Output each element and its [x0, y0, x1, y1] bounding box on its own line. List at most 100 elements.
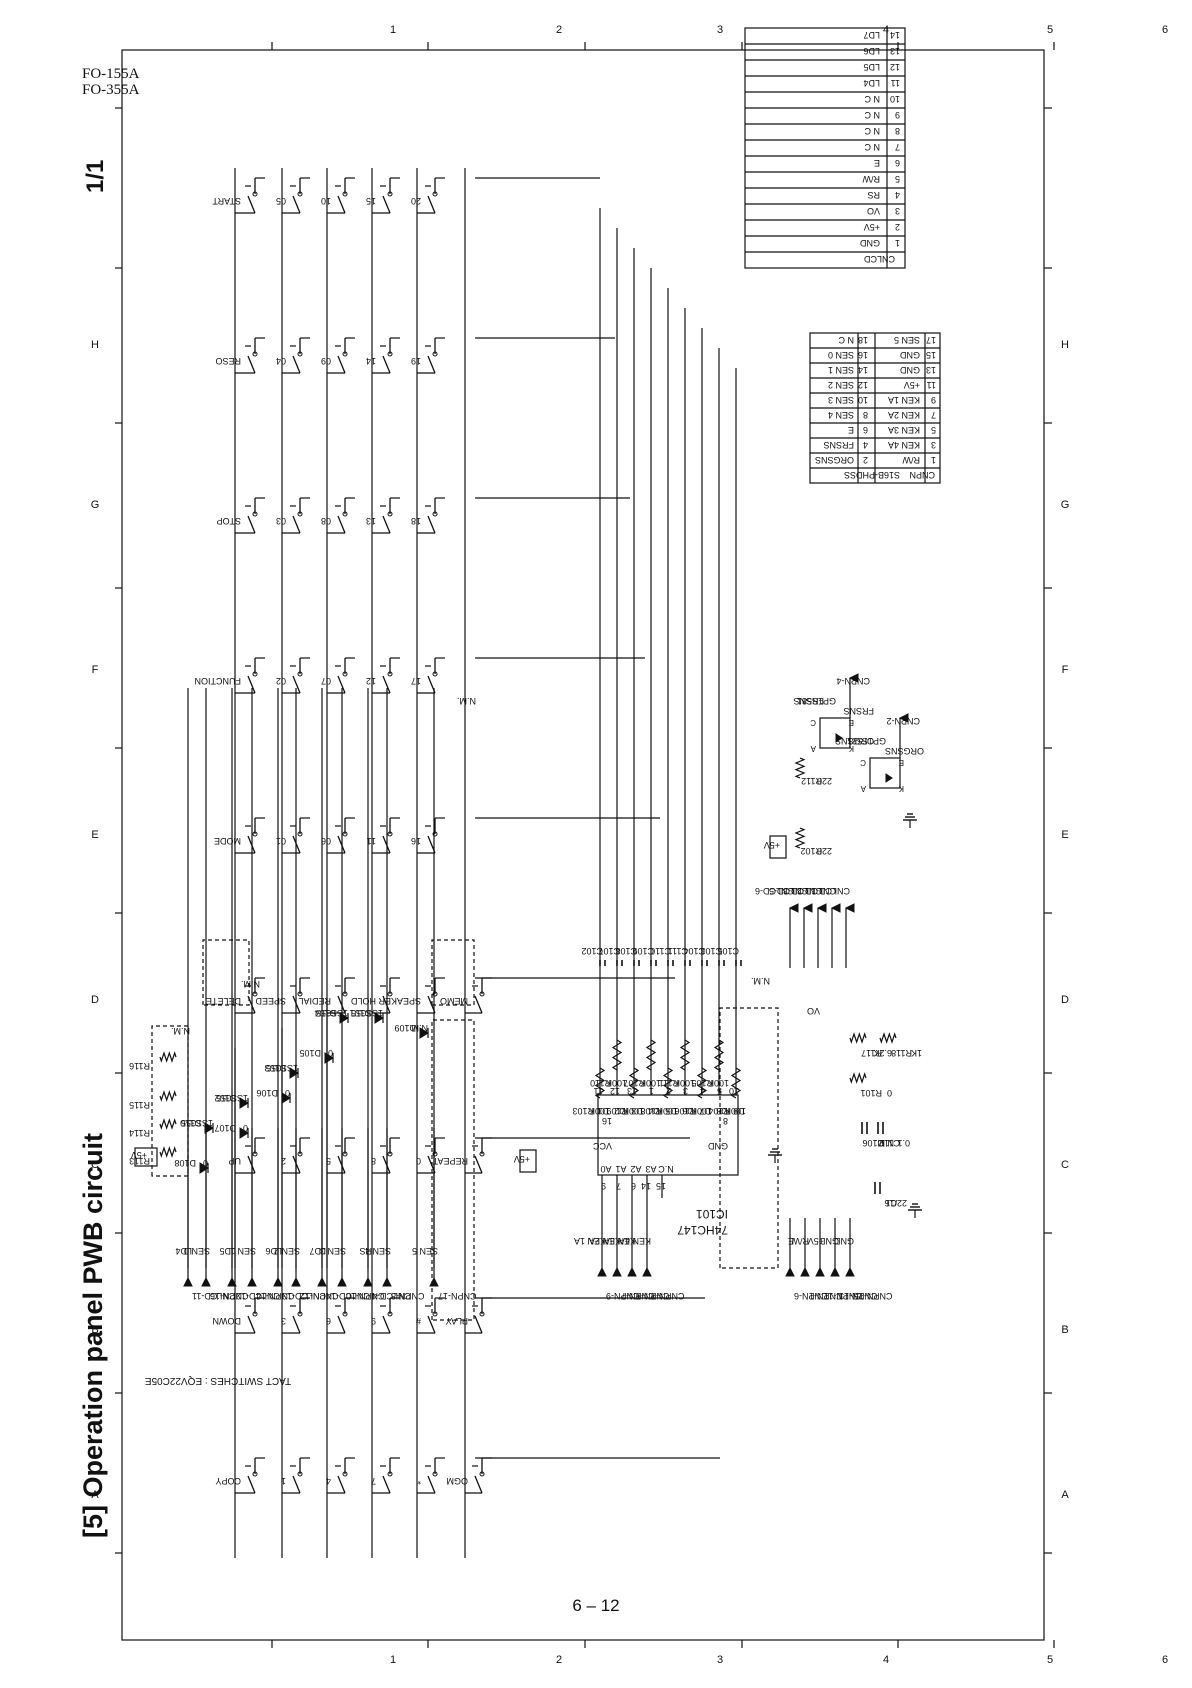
diode-icon — [419, 1027, 429, 1039]
grid-row-label: B — [91, 1324, 98, 1336]
switch-terminal — [297, 671, 303, 677]
switch-contact — [427, 355, 436, 374]
switch-terminal — [297, 1471, 303, 1477]
cnlcd-title: CNLCD — [863, 254, 895, 264]
nm-box-ogm-repeat — [431, 1019, 475, 1321]
supply-box — [769, 835, 787, 859]
switch-terminal — [387, 1471, 393, 1477]
cnlcd-pin: 10 — [890, 94, 900, 104]
key-8: 8 — [371, 1156, 376, 1166]
diode-icon — [199, 1162, 209, 1174]
arrow-icon — [627, 1266, 637, 1277]
cnpn-signal: E — [848, 425, 854, 435]
cnlcd-pin: 7 — [895, 142, 900, 152]
key-6: 6 — [326, 1316, 331, 1326]
net-label-ken4a: KEN 4A — [619, 1236, 651, 1246]
pullup-value: 100K — [691, 1106, 712, 1116]
switch-contact — [474, 995, 483, 1014]
switch-terminal — [297, 191, 303, 197]
switch-terminal — [342, 191, 348, 197]
vo-part-value: 6.2K — [873, 1048, 892, 1058]
switch-terminal — [252, 1311, 258, 1317]
arrow-icon — [612, 1266, 622, 1277]
ic-input-d3: D3 — [631, 1106, 643, 1116]
connector-cnpn-14: CNPN-14 — [256, 1291, 295, 1301]
cnlcd-pin: 14 — [890, 30, 900, 40]
switch-contact — [292, 675, 301, 694]
grid-col-label: 1 — [390, 1654, 396, 1666]
cnpn-pin: 15 — [926, 350, 936, 360]
left-part-ref: R116 — [129, 1061, 150, 1071]
left-part-ref: R115 — [129, 1100, 150, 1110]
switch-terminal — [342, 1311, 348, 1317]
cnlcd-signal: RS — [867, 190, 880, 200]
vo-part-ref: C106 — [862, 1138, 884, 1148]
ic-input-d1: D1 — [597, 1106, 609, 1116]
connector-cnpn-1: CNPN-1 — [809, 1291, 843, 1301]
key-17: 17 — [411, 676, 421, 686]
sensor-resistor-value: 220 — [817, 776, 832, 786]
sensor-ref: ORGSNS — [835, 736, 874, 746]
sensor-pin-label: A — [860, 784, 866, 793]
resistor-icon — [794, 757, 806, 779]
ic-output-a0: A0 — [600, 1164, 611, 1174]
switch-terminal — [252, 1471, 258, 1477]
cnlcd-signal: N C — [864, 142, 880, 152]
cnlcd-signal: LD7 — [863, 30, 880, 40]
cnpn-pin: 7 — [931, 410, 936, 420]
connector-cnpn-12: CNPN-12 — [300, 1291, 339, 1301]
resistor-icon — [849, 1032, 867, 1044]
grid-col-label: 1 — [390, 24, 396, 36]
arrow-icon — [429, 1276, 439, 1287]
cnlcd-table — [744, 27, 906, 269]
vo-part-ref: R118 — [891, 1048, 912, 1058]
vo-part-ref: C112 — [879, 1138, 900, 1148]
pullup-ref: R110 — [590, 1078, 611, 1088]
key-06: 06 — [321, 836, 331, 846]
arrow-icon — [291, 1276, 301, 1287]
cnpn-signal: +5V — [904, 380, 920, 390]
switch-contact — [427, 1315, 436, 1334]
key-stop: STOP — [217, 516, 241, 526]
resistor-icon — [594, 1067, 606, 1099]
cnlcd-pin: 13 — [890, 46, 900, 56]
vo-part-ref: C1 — [885, 1198, 897, 1208]
switch-contact — [247, 675, 256, 694]
left-part-value: 1SS355 — [181, 1118, 213, 1128]
left-part-value: 1SS355 — [316, 1008, 348, 1018]
nm-label: N.M. — [171, 1026, 190, 1036]
switch-contact — [292, 515, 301, 534]
left-part-ref: D106 — [256, 1088, 278, 1098]
switch-terminal — [432, 1311, 438, 1317]
switch-terminal — [342, 831, 348, 837]
grid-col-label: 5 — [1047, 24, 1053, 36]
cap-ref: C103 — [700, 946, 722, 956]
cnpn-pin: 5 — [931, 425, 936, 435]
cnlcd-signal: N C — [864, 94, 880, 104]
connector-cnpn-6: CNPN-6 — [794, 1291, 828, 1301]
sensor-pin-label: E — [899, 758, 904, 767]
ic-ref: IC101 — [696, 1207, 728, 1221]
ic-pin-number: 10 — [729, 1086, 739, 1096]
supply-box — [134, 1147, 158, 1167]
diode-icon — [204, 1122, 214, 1134]
nm-label: N.M. — [457, 696, 476, 706]
key-01: 01 — [276, 836, 286, 846]
cnpn-pin: 13 — [926, 365, 936, 375]
arrow-icon — [830, 903, 841, 913]
cnpn-pin: 4 — [863, 440, 868, 450]
switch-terminal — [297, 1311, 303, 1317]
pullup-value: 100K — [725, 1106, 746, 1116]
switch-contact — [474, 1155, 483, 1174]
pullup-value: 100K — [657, 1106, 678, 1116]
arrow-icon — [848, 673, 859, 683]
arrow-icon — [183, 1276, 193, 1287]
pullup-ref: R103 — [572, 1106, 594, 1116]
ic-input-d6: D6 — [682, 1106, 694, 1116]
key-memo: MEMO — [440, 996, 468, 1006]
switch-terminal — [342, 1471, 348, 1477]
connector-cnpn-5: CNPN-5 — [636, 1291, 670, 1301]
cnpn-pin: 1 — [931, 455, 936, 465]
net-label-ld5: LD5 — [219, 1246, 236, 1256]
